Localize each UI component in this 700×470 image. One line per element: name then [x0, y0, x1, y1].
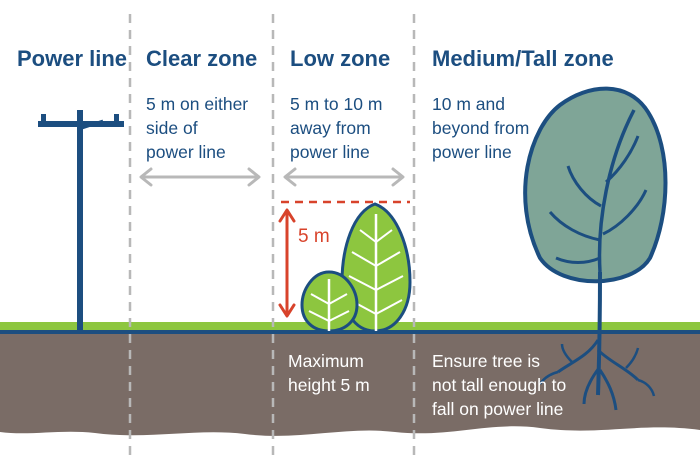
power-pole-icon	[38, 110, 124, 334]
tall-zone-ground-note: Ensure tree is not tall enough to fall o…	[432, 349, 566, 421]
shrub-icon	[300, 202, 412, 333]
low-zone-line-3: power line	[290, 142, 370, 162]
clear-zone-line-2: side of	[146, 118, 198, 138]
clear-zone-line-3: power line	[146, 142, 226, 162]
tall-zone-line-3: power line	[432, 142, 512, 162]
tall-note-line-1: Ensure tree is	[432, 351, 540, 371]
heading-tall-zone: Medium/Tall zone	[432, 46, 614, 71]
low-zone-ground-note: Maximum height 5 m	[288, 349, 370, 397]
tall-zone-line-2: beyond from	[432, 118, 530, 138]
soil-ground	[0, 330, 700, 436]
low-zone-width-arrow	[283, 167, 405, 187]
tall-zone-description: 10 m and beyond from power line	[432, 92, 572, 164]
grass-strip	[0, 322, 700, 332]
tall-zone-line-1: 10 m and	[432, 94, 505, 114]
clear-zone-description: 5 m on either side of power line	[146, 92, 286, 164]
low-zone-line-1: 5 m to 10 m	[290, 94, 383, 114]
heading-clear-zone: Clear zone	[146, 46, 258, 71]
height-label: 5 m	[298, 226, 330, 247]
clear-zone-line-1: 5 m on either	[146, 94, 249, 114]
height-arrow	[278, 208, 296, 318]
clear-zone-width-arrow	[139, 167, 261, 187]
low-note-line-1: Maximum	[288, 351, 364, 371]
tall-note-line-2: not tall enough to	[432, 375, 567, 395]
tall-note-line-3: fall on power line	[432, 399, 564, 419]
low-zone-description: 5 m to 10 m away from power line	[290, 92, 430, 164]
low-note-line-2: height 5 m	[288, 375, 370, 395]
low-zone-line-2: away from	[290, 118, 371, 138]
heading-power-line: Power line	[17, 46, 128, 71]
heading-low-zone: Low zone	[290, 46, 391, 71]
tall-tree-icon	[523, 86, 668, 411]
